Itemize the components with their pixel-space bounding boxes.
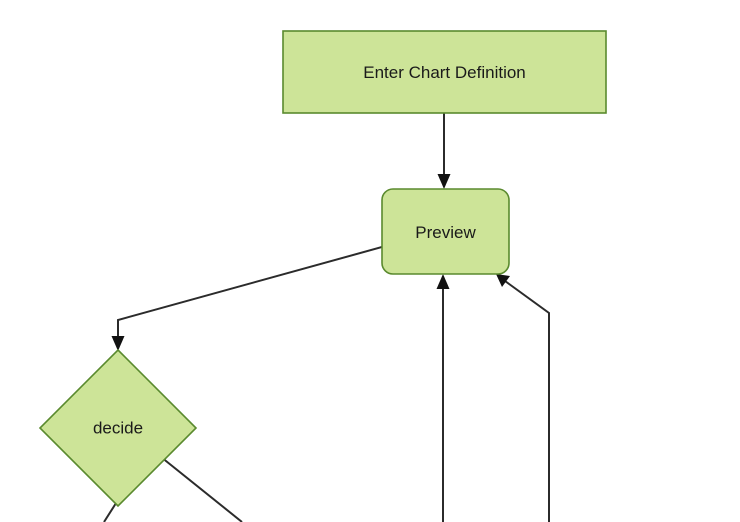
node-enter-chart-definition[interactable]: Enter Chart Definition [282, 30, 607, 114]
node-preview[interactable]: Preview [381, 188, 510, 275]
edge-line [504, 280, 550, 522]
arrow-head-icon [436, 274, 450, 289]
edge-right-into-preview [496, 274, 550, 522]
edge-line [117, 246, 383, 341]
arrow-head-icon [496, 274, 510, 287]
edge-line [160, 456, 243, 522]
arrow-head-icon [111, 336, 125, 351]
node-shape-diamond [38, 348, 198, 508]
edge-preview-to-decide [111, 246, 383, 351]
node-shape-rectangle [282, 30, 607, 114]
arrow-head-icon [437, 174, 451, 189]
node-decide[interactable]: decide [38, 348, 198, 508]
edge-center-into-preview [436, 274, 450, 522]
edge-decide-bottom-right [160, 456, 243, 522]
node-shape-rounded-rectangle [381, 188, 510, 275]
edge-enter-to-preview [437, 113, 451, 189]
